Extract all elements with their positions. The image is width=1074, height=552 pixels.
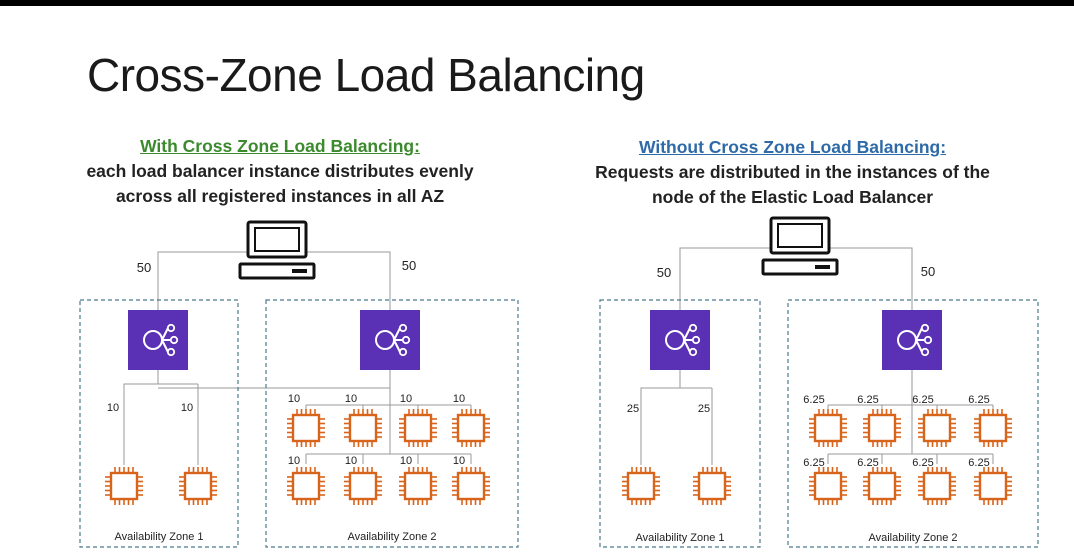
instance-share-label: 10 (288, 393, 300, 405)
instance-share-label: 10 (453, 393, 465, 405)
az1-label: Availability Zone 1 (635, 532, 724, 544)
traffic-label-az2: 50 (921, 264, 935, 279)
right-heading-block: Without Cross Zone Load Balancing: Reque… (555, 135, 1030, 210)
az2-box (787, 299, 1039, 548)
ec2-instance-chip-icon (974, 409, 1012, 447)
ec2-instance-chip-icon (105, 467, 143, 505)
ec2-instance-chip-icon (399, 409, 437, 447)
availability-zones (79, 299, 1039, 548)
traffic-label-az1: 50 (137, 260, 151, 275)
ec2-instance-chip-icon (622, 467, 660, 505)
instance-share-label: 6.25 (912, 457, 933, 469)
elastic-load-balancer-icon (882, 310, 942, 370)
ec2-instance-chip-icon (344, 409, 382, 447)
ec2-instance-chip-icon (179, 467, 217, 505)
desktop-computer-icon (761, 216, 839, 276)
left-description-line-1: each load balancer instance distributes … (86, 161, 474, 181)
left-heading: With Cross Zone Load Balancing: (140, 136, 420, 156)
icons (105, 216, 1012, 505)
right-description-line-1: Requests are distributed in the instance… (595, 162, 990, 182)
instance-share-label: 6.25 (803, 394, 824, 406)
ec2-instance-chip-icon (809, 467, 847, 505)
ec2-instance-chip-icon (863, 467, 901, 505)
instance-share-label: 10 (288, 455, 300, 467)
top-bar (0, 0, 1074, 6)
instance-share-label: 6.25 (968, 457, 989, 469)
ec2-instance-chip-icon (287, 409, 325, 447)
instance-share-label: 10 (453, 455, 465, 467)
elastic-load-balancer-icon (650, 310, 710, 370)
ec2-instance-chip-icon (452, 467, 490, 505)
az2-label: Availability Zone 2 (868, 532, 957, 544)
instance-share-label: 10 (400, 455, 412, 467)
az2-label: Availability Zone 2 (347, 531, 436, 543)
instance-share-label: 10 (181, 402, 193, 414)
slide-title: Cross-Zone Load Balancing (87, 49, 645, 101)
ec2-instance-chip-icon (809, 409, 847, 447)
instance-share-label: 6.25 (803, 457, 824, 469)
instance-share-label: 10 (345, 393, 357, 405)
ec2-instance-chip-icon (863, 409, 901, 447)
ec2-instance-chip-icon (918, 409, 956, 447)
ec2-instance-chip-icon (918, 467, 956, 505)
traffic-label-az1: 50 (657, 265, 671, 280)
right-description-line-2: node of the Elastic Load Balancer (651, 187, 934, 207)
instance-share-label: 25 (627, 403, 639, 415)
instance-share-label: 25 (698, 403, 710, 415)
instance-share-label: 6.25 (857, 457, 878, 469)
ec2-instance-chip-icon (452, 409, 490, 447)
ec2-instance-chip-icon (344, 467, 382, 505)
instance-share-label: 10 (345, 455, 357, 467)
left-heading-block: With Cross Zone Load Balancing: each loa… (40, 134, 520, 209)
ec2-instance-chip-icon (399, 467, 437, 505)
elastic-load-balancer-icon (128, 310, 188, 370)
instance-share-label: 6.25 (912, 394, 933, 406)
instance-share-label: 6.25 (968, 394, 989, 406)
az2-box (265, 299, 519, 548)
connection-lines (123, 247, 994, 465)
instance-share-label: 10 (107, 402, 119, 414)
ec2-instance-chip-icon (974, 467, 1012, 505)
instance-share-label: 6.25 (857, 394, 878, 406)
ec2-instance-chip-icon (693, 467, 731, 505)
left-description-line-2: across all registered instances in all A… (115, 186, 445, 206)
elastic-load-balancer-icon (360, 310, 420, 370)
instance-share-label: 10 (400, 393, 412, 405)
ec2-instance-chip-icon (287, 467, 325, 505)
az1-label: Availability Zone 1 (114, 531, 203, 543)
az1-box (599, 299, 761, 548)
traffic-label-az2: 50 (402, 258, 416, 273)
desktop-computer-icon (238, 220, 316, 280)
az1-box (79, 299, 239, 548)
right-heading: Without Cross Zone Load Balancing: (638, 137, 947, 157)
